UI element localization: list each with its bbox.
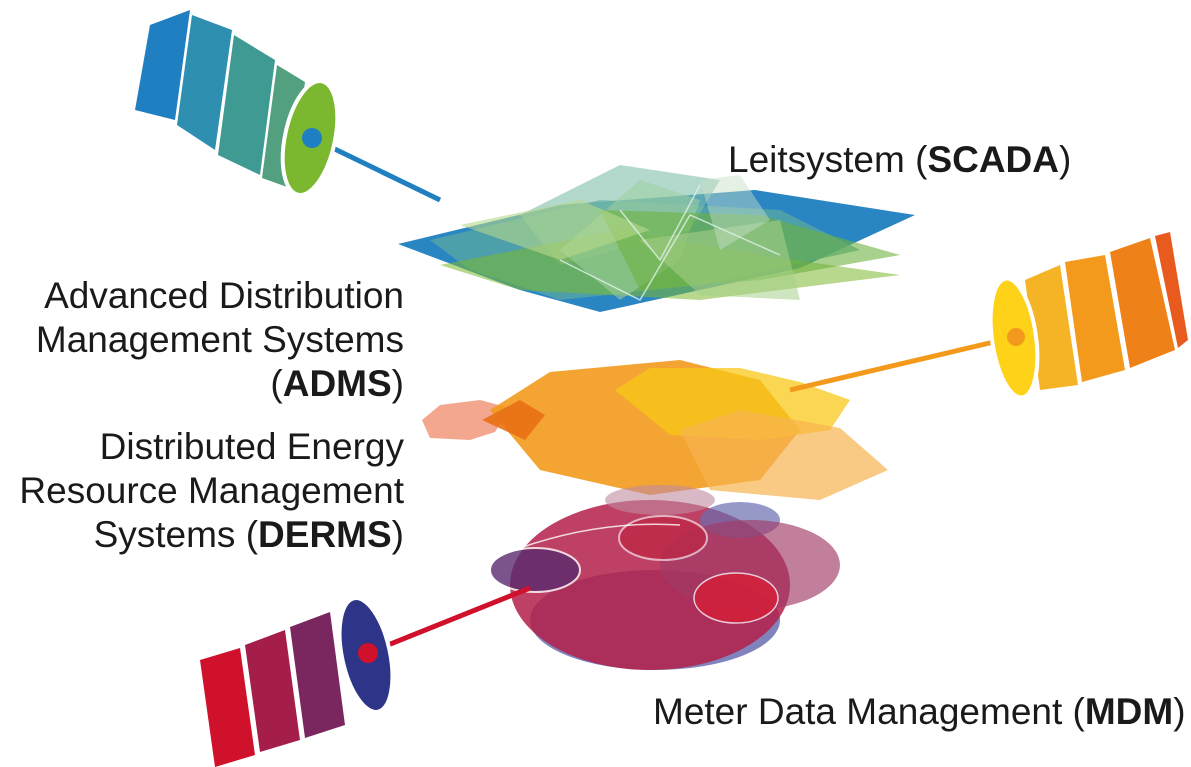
mdm-connector bbox=[367, 585, 531, 656]
adms-label-line1: Advanced Distribution bbox=[44, 275, 404, 316]
scada-layer bbox=[398, 165, 915, 312]
adms-label-line2: Management Systems bbox=[35, 319, 404, 360]
mdm-layer bbox=[489, 485, 840, 670]
scada-label: Leitsystem (SCADA) bbox=[728, 139, 1072, 180]
adms-barrel-icon bbox=[988, 232, 1188, 400]
derms-label-line1: Distributed Energy bbox=[99, 426, 404, 467]
mdm-label: Meter Data Management (MDM) bbox=[653, 691, 1186, 732]
adms-label: Advanced Distribution Management Systems… bbox=[36, 274, 404, 406]
derms-label-line3: Systems (DERMS) bbox=[93, 514, 404, 555]
adms-layer bbox=[422, 360, 888, 500]
adms-connector bbox=[789, 334, 1016, 393]
scada-barrel-icon bbox=[135, 10, 340, 197]
derms-label: Distributed Energy Resource Management S… bbox=[19, 425, 404, 557]
derms-label-line2: Resource Management bbox=[19, 470, 404, 511]
mdm-barrel-icon bbox=[200, 596, 395, 767]
adms-label-line3: (ADMS) bbox=[270, 363, 404, 404]
